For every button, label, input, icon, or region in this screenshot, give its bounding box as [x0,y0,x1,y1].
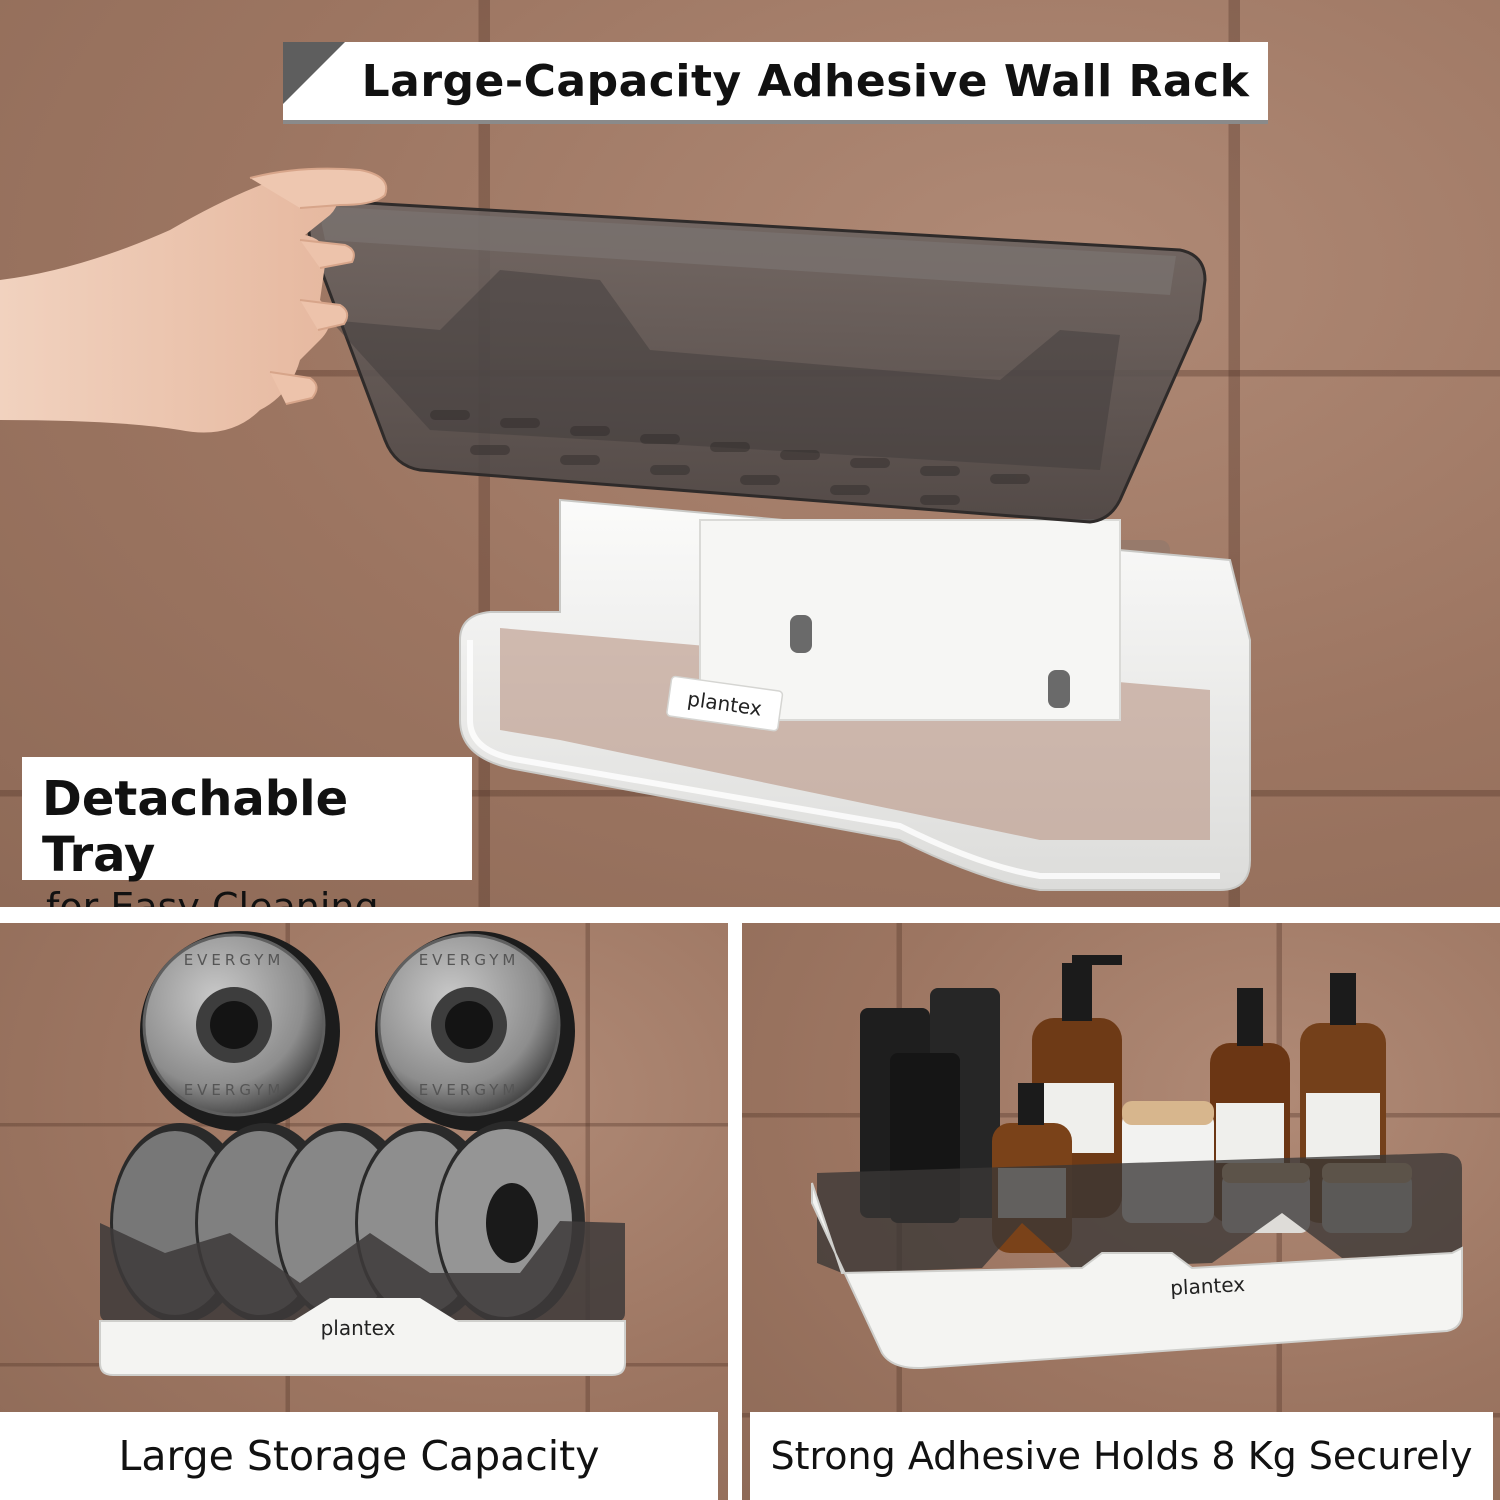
storage-capacity-panel: EVERGYM EVERGYM EVERGYM EVERGYM [0,923,728,1500]
plate-label: EVERGYM [184,1081,285,1099]
brand-logo: plantex [1170,1272,1246,1300]
weight-plate: EVERGYM EVERGYM [375,931,575,1131]
white-rack-base [811,1182,1463,1370]
caption-subheading: for Easy Cleaning [46,885,379,907]
toiletries-illustration: plantex [811,955,1463,1370]
adhesive-strength-panel: plantex [742,923,1500,1500]
smoke-tray [817,1153,1462,1273]
hand-illustration [0,167,388,433]
hero-illustration: plantex [0,167,1251,891]
page-title: Large-Capacity Adhesive Wall Rack [361,55,1250,107]
white-rack-base [99,1320,626,1376]
adhesive-strength-caption: Strong Adhesive Holds 8 Kg Securely [750,1412,1493,1500]
banner-corner-accent [283,42,345,104]
caption-heading: Detachable Tray [42,771,349,883]
weight-plate: EVERGYM EVERGYM [140,931,340,1131]
brand-logo: plantex [321,1316,396,1340]
smoke-tray [306,198,1207,524]
mount-hook-icon [1048,670,1070,708]
storage-capacity-caption: Large Storage Capacity [0,1412,718,1500]
caption-text: Strong Adhesive Holds 8 Kg Securely [770,1434,1473,1478]
title-banner: Large-Capacity Adhesive Wall Rack [283,42,1268,124]
plate-label: EVERGYM [419,951,520,969]
weight-plates-illustration: EVERGYM EVERGYM EVERGYM EVERGYM [99,931,626,1376]
white-rack-base: plantex [459,498,1251,891]
hero-panel: plantex [0,0,1500,907]
detachable-tray-caption: Detachable Tray for Easy Cleaning [22,757,472,907]
mount-hook-icon [790,615,812,653]
smoke-tray [100,1221,625,1323]
plate-label: EVERGYM [419,1081,520,1099]
caption-text: Large Storage Capacity [118,1432,600,1480]
plate-label: EVERGYM [184,951,285,969]
